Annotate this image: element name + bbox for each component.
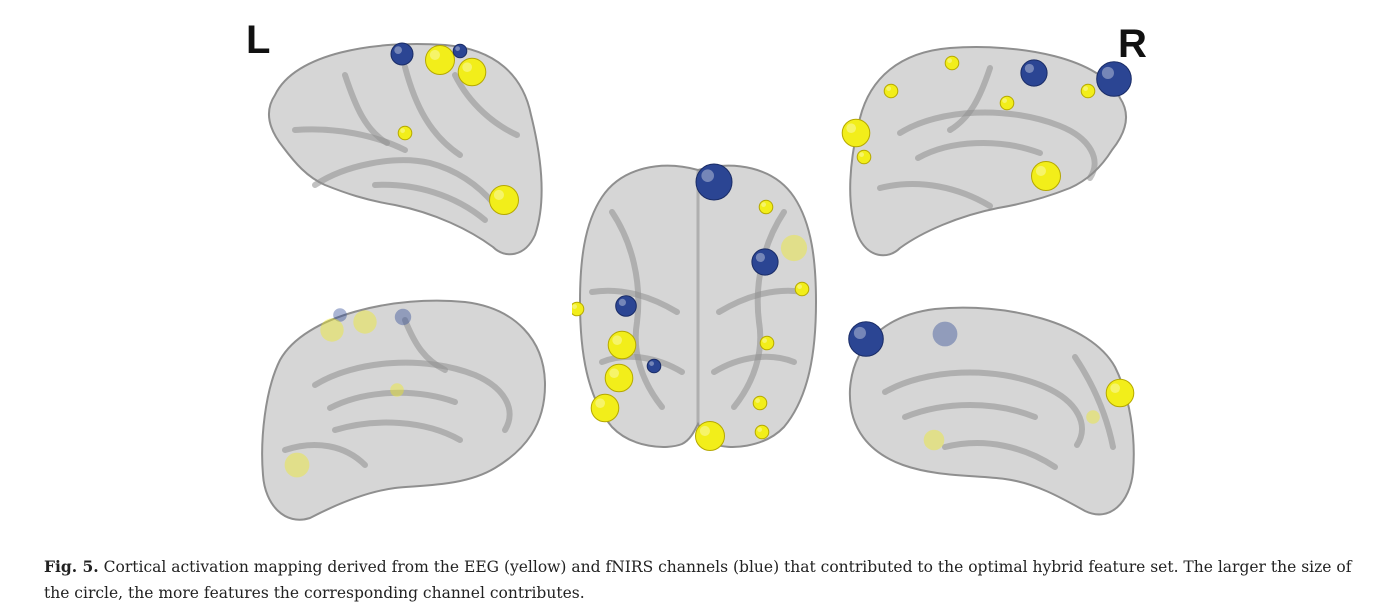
eeg-channel-marker bbox=[856, 149, 872, 165]
figure: L R bbox=[44, 18, 1351, 602]
eeg-channel-marker bbox=[390, 383, 404, 397]
eeg-channel-marker bbox=[1031, 161, 1061, 191]
caption-text: Cortical activation mapping derived from… bbox=[44, 557, 1352, 602]
eeg-channel-marker bbox=[695, 421, 725, 451]
eeg-channel-marker bbox=[1105, 378, 1135, 408]
fnirs-channel-marker bbox=[932, 321, 958, 347]
fnirs-channel-marker bbox=[695, 163, 733, 201]
eeg-channel-marker bbox=[754, 424, 770, 440]
eeg-channel-marker bbox=[320, 318, 344, 342]
eeg-channel-marker bbox=[841, 118, 871, 148]
fnirs-channel-marker bbox=[1020, 59, 1048, 87]
eeg-channel-marker bbox=[999, 95, 1015, 111]
eeg-channel-marker bbox=[794, 281, 810, 297]
eeg-channel-marker bbox=[758, 199, 774, 215]
figure-number: Fig. 5. bbox=[44, 556, 99, 576]
right-lateral-view bbox=[841, 46, 1132, 257]
fnirs-channel-marker bbox=[646, 358, 662, 374]
eeg-channel-marker bbox=[780, 234, 808, 262]
fnirs-channel-marker bbox=[390, 42, 414, 66]
eeg-channel-marker bbox=[1086, 410, 1100, 424]
eeg-channel-marker bbox=[425, 45, 455, 75]
left-medial-view bbox=[261, 299, 547, 521]
left-hemisphere-label: L bbox=[246, 18, 271, 62]
eeg-channel-marker bbox=[944, 55, 960, 71]
right-medial-view bbox=[848, 306, 1135, 516]
eeg-channel-marker bbox=[353, 310, 377, 334]
left-lateral-view bbox=[267, 42, 543, 256]
fnirs-channel-marker bbox=[1096, 61, 1132, 97]
eeg-channel-marker bbox=[923, 429, 945, 451]
fnirs-channel-marker bbox=[615, 295, 637, 317]
eeg-channel-marker bbox=[1080, 83, 1096, 99]
fnirs-channel-marker bbox=[848, 321, 884, 357]
eeg-channel-marker bbox=[489, 185, 519, 215]
eeg-channel-marker bbox=[752, 395, 768, 411]
eeg-channel-marker bbox=[604, 363, 634, 393]
eeg-channel-marker bbox=[590, 393, 620, 423]
eeg-channel-marker bbox=[397, 125, 413, 141]
eeg-channel-marker bbox=[284, 452, 310, 478]
eeg-channel-marker bbox=[607, 330, 637, 360]
right-hemisphere-label: R bbox=[1118, 22, 1147, 66]
eeg-channel-marker bbox=[759, 335, 775, 351]
fnirs-channel-marker bbox=[333, 308, 347, 322]
figure-caption: Fig. 5. Cortical activation mapping deri… bbox=[44, 554, 1364, 606]
fnirs-channel-marker bbox=[452, 43, 468, 59]
eeg-channel-marker bbox=[572, 301, 585, 317]
eeg-channel-marker bbox=[883, 83, 899, 99]
fnirs-channel-marker bbox=[751, 248, 779, 276]
eeg-channel-marker bbox=[457, 57, 487, 87]
fnirs-channel-marker bbox=[394, 308, 412, 326]
dorsal-view bbox=[572, 163, 818, 451]
